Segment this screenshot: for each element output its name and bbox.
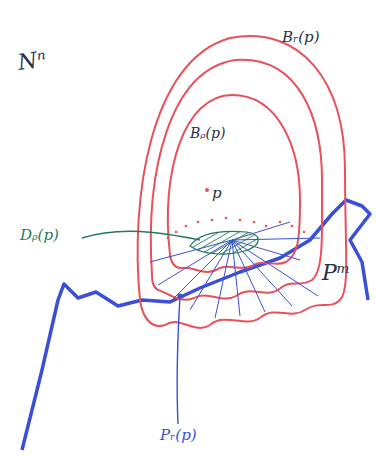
leader-dot bbox=[178, 294, 183, 299]
leader-line bbox=[177, 296, 180, 424]
ball-inner bbox=[168, 95, 300, 272]
disk-label: Dᵨ(p) bbox=[20, 228, 59, 243]
ball-outer bbox=[138, 36, 347, 328]
submanifold-name: Pᵐ bbox=[322, 262, 350, 284]
hatched-disk bbox=[190, 231, 258, 254]
leader-line bbox=[82, 231, 200, 240]
projection-label: Pᵣ(p) bbox=[160, 428, 197, 443]
center-point bbox=[205, 188, 209, 192]
ball-label: Bᵨ(p) bbox=[190, 126, 225, 140]
ball-label: Bᵣ(p) bbox=[282, 30, 320, 45]
point-label: p bbox=[212, 186, 222, 201]
projection-rays bbox=[150, 222, 320, 318]
manifold-name: Nⁿ bbox=[17, 48, 48, 74]
ball-middle bbox=[151, 60, 322, 300]
submanifold-outline bbox=[22, 200, 370, 450]
